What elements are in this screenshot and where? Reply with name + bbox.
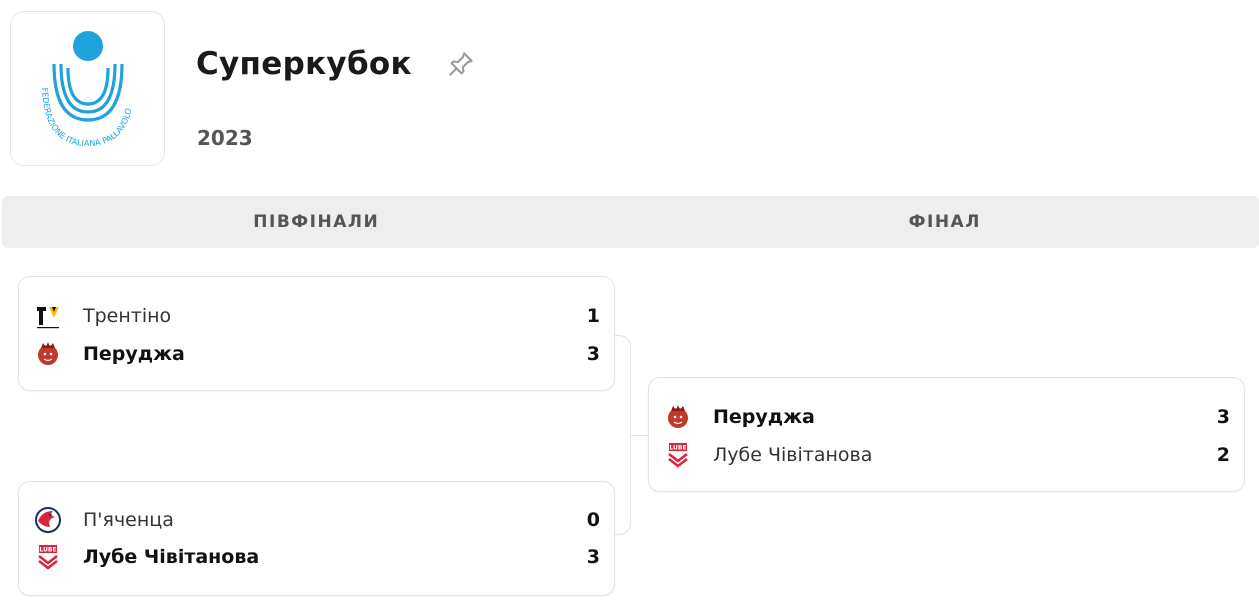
page-title: Суперкубок bbox=[196, 46, 412, 82]
team-score: 1 bbox=[586, 305, 600, 327]
team-score: 3 bbox=[1216, 406, 1230, 428]
tab-final[interactable]: ФІНАЛ bbox=[908, 212, 981, 232]
team-name: П'яченца bbox=[83, 509, 174, 531]
pin-button[interactable] bbox=[444, 47, 478, 81]
tab-semifinals[interactable]: ПІВФІНАЛИ bbox=[253, 212, 380, 232]
match-card-final[interactable]: Перуджа 3 LUBE Лубе Чівітанова 2 bbox=[648, 377, 1245, 492]
competition-logo: FEDERAZIONE ITALIANA PALLAVOLO bbox=[10, 11, 165, 166]
team-row: Трентіно 1 bbox=[33, 301, 600, 331]
match-card-semifinal-2[interactable]: П'яченца 0 LUBE Лубе Чівітанова 3 bbox=[18, 481, 615, 596]
fipav-logo-icon: FEDERAZIONE ITALIANA PALLAVOLO bbox=[40, 30, 134, 148]
svg-text:LUBE: LUBE bbox=[669, 445, 686, 452]
team-name: Лубе Чівітанова bbox=[713, 444, 873, 466]
team-row: Перуджа 3 bbox=[663, 402, 1230, 432]
pin-icon bbox=[449, 52, 473, 76]
team-name: Перуджа bbox=[83, 343, 185, 365]
logo-lettering: FEDERAZIONE ITALIANA PALLAVOLO bbox=[40, 87, 134, 148]
team-row: LUBE Лубе Чівітанова 3 bbox=[33, 542, 600, 572]
team-row: Перуджа 3 bbox=[33, 339, 600, 369]
team-row: П'яченца 0 bbox=[33, 505, 600, 535]
svg-text:LUBE: LUBE bbox=[39, 547, 56, 554]
season-label: 2023 bbox=[197, 126, 253, 150]
team-score: 0 bbox=[586, 509, 600, 531]
team-score: 2 bbox=[1216, 444, 1230, 466]
bracket-connector bbox=[614, 335, 631, 535]
team-name: Лубе Чівітанова bbox=[83, 546, 260, 568]
match-card-semifinal-1[interactable]: Трентіно 1 Перуджа 3 bbox=[18, 276, 615, 391]
team-row: LUBE Лубе Чівітанова 2 bbox=[663, 440, 1230, 470]
bracket-connector-line bbox=[631, 435, 648, 436]
perugia-logo-icon bbox=[33, 339, 63, 369]
perugia-logo-icon bbox=[663, 402, 693, 432]
team-score: 3 bbox=[586, 343, 600, 365]
lube-logo-icon: LUBE bbox=[663, 440, 693, 470]
piacenza-logo-icon bbox=[33, 505, 63, 535]
team-name: Перуджа bbox=[713, 406, 815, 428]
lube-logo-icon: LUBE bbox=[33, 542, 63, 572]
team-score: 3 bbox=[586, 546, 600, 568]
rounds-bar: ПІВФІНАЛИ ФІНАЛ bbox=[2, 196, 1259, 248]
team-name: Трентіно bbox=[83, 305, 172, 327]
trentino-logo-icon bbox=[33, 301, 63, 331]
